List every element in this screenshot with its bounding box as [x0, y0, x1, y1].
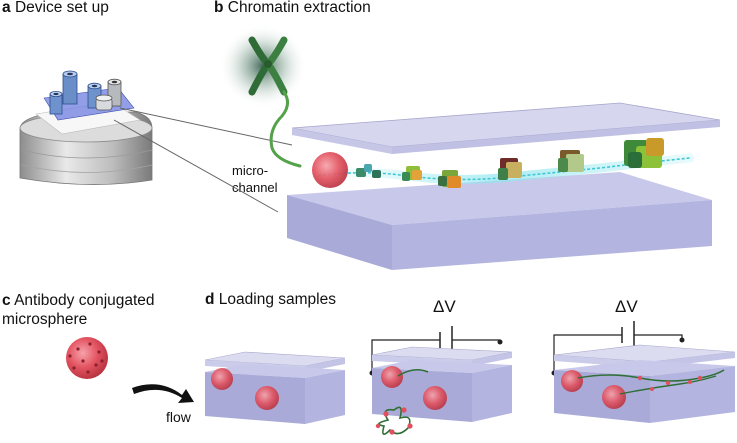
panel-b-title: Chromatin extraction [227, 0, 371, 16]
microchannel-label-line1: micro- [232, 163, 269, 178]
loading-step-2 [369, 326, 513, 435]
bead-d2-a [381, 366, 403, 388]
zoom-line-top [119, 107, 293, 146]
tangled-chromatin [375, 406, 413, 435]
panel-a-letter: a [2, 0, 11, 16]
device-port-5 [95, 94, 113, 111]
flow-arrow [132, 384, 194, 403]
panel-b-letter: b [214, 0, 224, 16]
device-setup-illustration [19, 70, 293, 213]
bead-d1-a [211, 368, 233, 390]
nucleosome-cluster-6 [624, 138, 664, 168]
device-port-1 [62, 70, 78, 105]
nucleosome-cluster-4 [498, 158, 522, 180]
nanoslit-bottom-front-face [392, 200, 712, 270]
loading-step-3 [551, 321, 736, 423]
antibody-bead-b [312, 152, 348, 188]
nucleosome-cluster-2 [402, 166, 422, 181]
loading-step-1 [204, 351, 346, 424]
panel-a-title: Device set up [14, 0, 109, 16]
panel-c-title-line1: Antibody conjugated [14, 292, 155, 309]
flow-label: flow [166, 409, 191, 425]
antibody-dots [68, 342, 104, 374]
bead-d3-b [602, 385, 626, 409]
bead-d3-a [561, 370, 583, 392]
panel-b-heading: b Chromatin extraction [214, 0, 371, 17]
electrode-wire-d2 [371, 339, 440, 372]
stretched-chromatin-d3 [577, 369, 725, 382]
panel-a-heading: a Device set up [2, 0, 109, 17]
nanoslit-bottom-top-face [287, 172, 712, 225]
voltage-label-1: ΔV [433, 297, 456, 316]
chromatin-extraction-illustration [219, 24, 721, 270]
voltage-label-2: ΔV [615, 297, 638, 316]
panel-c-letter: c [2, 292, 11, 309]
zoom-line-bottom [113, 119, 279, 213]
panel-c-heading: c Antibody conjugated microsphere [2, 291, 155, 329]
antibody-microsphere-illustration [66, 337, 194, 403]
nucleosome-cluster-3 [438, 170, 461, 188]
nanoslit-bottom-side-face [287, 195, 392, 270]
microchannel-label-line2: channel [232, 180, 278, 195]
device-port-3 [49, 91, 63, 115]
chromatin-strand [269, 90, 302, 168]
antibody-microsphere [66, 337, 108, 379]
panel-d-title: Loading samples [218, 291, 336, 308]
nucleosome-cluster-5 [558, 150, 584, 172]
chromosome-icon [248, 36, 288, 96]
microchannel-label: micro- channel [232, 162, 278, 196]
panel-c-title-line2: microsphere [2, 311, 88, 328]
nucleosome-cluster-1 [356, 164, 381, 178]
bead-d1-b [255, 386, 279, 410]
panel-d-heading: d Loading samples [205, 291, 336, 309]
panel-d-letter: d [205, 291, 215, 308]
bead-d2-b [423, 386, 447, 410]
